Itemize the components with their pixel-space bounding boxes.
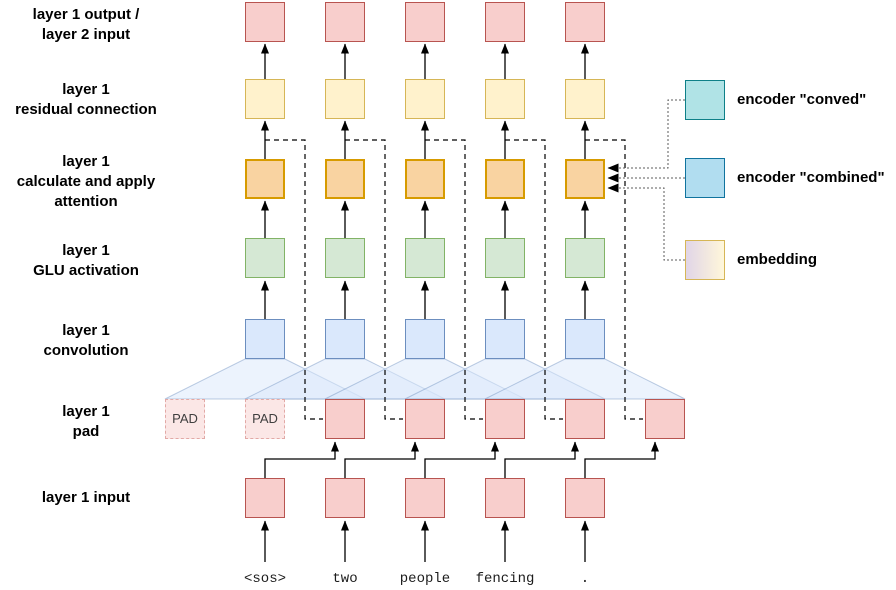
- input-to-pad-arrow: [264, 441, 339, 478]
- residual-square-5: [565, 79, 605, 119]
- pad-cell-token-1: [325, 399, 365, 439]
- conv-square-2: [325, 319, 365, 359]
- glu-square-4: [485, 238, 525, 278]
- legend-label-encoder-conved: encoder "conved": [737, 91, 867, 108]
- pad-cell-label: PAD: [172, 411, 198, 426]
- legend-conved-connector: [607, 99, 685, 173]
- legend-embedding-connector: [607, 183, 685, 261]
- row-label-residual: layer 1 residual connection: [15, 81, 157, 118]
- legend-swatch-encoder-combined: [685, 158, 725, 198]
- residual-square-2: [325, 79, 365, 119]
- glu-square-3: [405, 238, 445, 278]
- legend-swatch-encoder-conved: [685, 80, 725, 120]
- input-token-3: people: [399, 571, 451, 587]
- input-token-1: <sos>: [243, 571, 286, 587]
- conv-square-1: [245, 319, 285, 359]
- legend-label-embedding: embedding: [737, 251, 818, 268]
- row-label-output: layer 1 output / layer 2 input: [32, 6, 140, 43]
- attention-square-2: [325, 159, 365, 199]
- output-square-4: [485, 2, 525, 42]
- attention-square-5: [565, 159, 605, 199]
- pad-cell-token-2: [405, 399, 445, 439]
- residual-square-1: [245, 79, 285, 119]
- attention-square-3: [405, 159, 445, 199]
- row-label-attention: layer 1 calculate and apply attention: [16, 153, 156, 210]
- pad-cell-token-3: [485, 399, 525, 439]
- input-token-4: fencing: [475, 571, 535, 587]
- glu-square-1: [245, 238, 285, 278]
- pad-cell-token-5: [645, 399, 685, 439]
- pad-cell-pad-2: [245, 399, 285, 439]
- pad-cell-token-4: [565, 399, 605, 439]
- conv-square-4: [485, 319, 525, 359]
- legend-label-encoder-combined: encoder "combined": [737, 169, 885, 186]
- conv-window-trapezoid: [244, 358, 446, 400]
- input-to-pad-arrow: [584, 441, 659, 478]
- row-label-pad: layer 1 pad: [62, 403, 110, 440]
- input-to-pad-arrow: [424, 441, 499, 478]
- output-square-5: [565, 2, 605, 42]
- input-token-2: two: [332, 571, 358, 587]
- row-label-convolution: layer 1 convolution: [43, 322, 129, 359]
- pad-cell-pad-1: [165, 399, 205, 439]
- input-square-4: [485, 478, 525, 518]
- glu-square-2: [325, 238, 365, 278]
- output-square-1: [245, 2, 285, 42]
- attention-square-1: [245, 159, 285, 199]
- legend-swatch-embedding: [685, 240, 725, 280]
- row-label-input: layer 1 input: [41, 489, 131, 506]
- output-square-3: [405, 2, 445, 42]
- conv-square-5: [565, 319, 605, 359]
- conv-window-trapezoid: [164, 358, 366, 400]
- pad-cell-label: PAD: [252, 411, 278, 426]
- input-square-2: [325, 478, 365, 518]
- input-square-3: [405, 478, 445, 518]
- input-square-5: [565, 478, 605, 518]
- residual-square-4: [485, 79, 525, 119]
- conv-window-trapezoid: [404, 358, 606, 400]
- glu-square-5: [565, 238, 605, 278]
- attention-square-4: [485, 159, 525, 199]
- input-to-pad-arrow: [504, 441, 579, 478]
- conv-square-3: [405, 319, 445, 359]
- conv-window-trapezoid: [324, 358, 526, 400]
- conv-window-trapezoid: [484, 358, 686, 400]
- residual-square-3: [405, 79, 445, 119]
- row-label-glu: layer 1 GLU activation: [33, 242, 139, 279]
- input-token-5: .: [580, 571, 590, 587]
- input-to-pad-arrow: [344, 441, 419, 478]
- input-square-1: [245, 478, 285, 518]
- output-square-2: [325, 2, 365, 42]
